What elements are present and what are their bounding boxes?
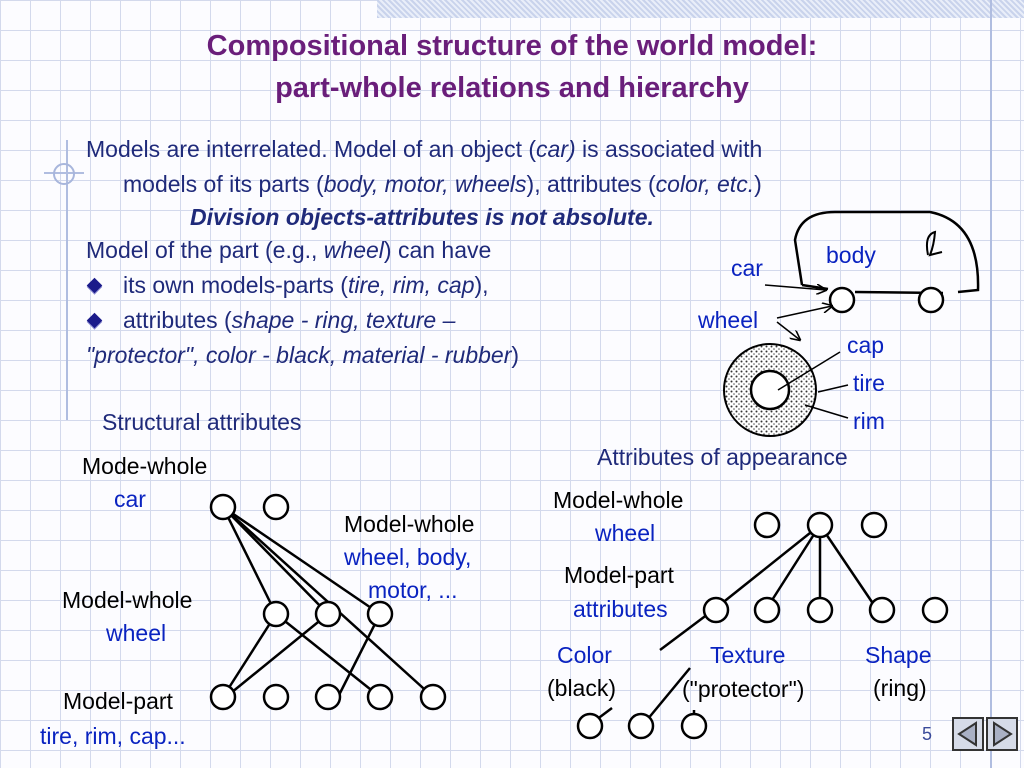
intro-emph: body, motor, wheels [323, 171, 527, 197]
intro-emph: tire, rim, cap [347, 272, 475, 298]
intro-text: ), [474, 272, 489, 298]
label-motor: motor, ... [368, 577, 458, 603]
intro-emph: shape - ring, texture – [231, 307, 456, 333]
intro-emph: wheel [323, 237, 384, 263]
car-body-outline [793, 210, 980, 295]
header-band [377, 0, 1024, 18]
label-tire: tire [853, 370, 885, 396]
appearance-heading: Attributes of appearance [597, 444, 848, 470]
intro-line-4: Model of the part (e.g., wheel) can have [86, 237, 491, 264]
node-wheel [806, 511, 834, 539]
slide-title-line-1: Compositional structure of the world mod… [206, 30, 818, 62]
node-texture [627, 712, 655, 740]
label-cap: cap [847, 332, 885, 358]
decor-ring-icon [53, 163, 75, 185]
node [753, 596, 781, 624]
node [314, 600, 342, 628]
node-part [366, 683, 394, 711]
appearance-edges [595, 524, 878, 721]
intro-text: ) can have [383, 237, 492, 263]
intro-text: ) [511, 342, 520, 368]
label-shape: Shape [865, 642, 932, 668]
label-wheel-body: wheel, body, [344, 544, 472, 570]
label-car: car [731, 255, 763, 281]
node-part [419, 683, 447, 711]
node [860, 511, 888, 539]
page-number: 5 [922, 724, 933, 744]
label-car-structural: car [114, 486, 146, 512]
node [753, 511, 781, 539]
label-model-whole-top: Model-whole [344, 511, 475, 537]
node-part [262, 683, 290, 711]
label-texture: Texture [710, 642, 786, 668]
pointer-cap [777, 351, 841, 391]
label-tire-rim-cap: tire, rim, cap... [40, 723, 186, 749]
label-wheel-structural: wheel [106, 620, 167, 646]
intro-text: Models are interrelated. Model of an obj… [86, 136, 537, 162]
next-slide-icon [993, 721, 1013, 747]
car-wheel-front [917, 286, 945, 314]
node [921, 596, 949, 624]
node-wheel [262, 600, 290, 628]
intro-text: its own models-parts ( [123, 272, 348, 298]
label-protector: ("protector") [682, 676, 805, 702]
next-slide-button[interactable] [986, 717, 1018, 751]
intro-text: Model of the part (e.g., [86, 237, 318, 263]
intro-emph: color, etc. [655, 171, 755, 197]
node [366, 600, 394, 628]
label-model-part-appearance: Model-part [564, 562, 674, 588]
pointer-rim [804, 404, 849, 419]
label-model-whole-appearance: Model-whole [553, 487, 684, 513]
node-attributes [702, 596, 730, 624]
intro-line-3-emphasis: Division objects-attributes is not absol… [190, 204, 654, 230]
label-model-part: Model-part [63, 688, 173, 714]
label-wheel-appearance: wheel [595, 520, 656, 546]
node [806, 596, 834, 624]
structural-nodes [209, 493, 447, 711]
slide-title-line-2: part-whole relations and hierarchy [275, 72, 749, 104]
pointer-tire [817, 384, 849, 393]
arrow-car-to-body [764, 285, 826, 290]
label-black: (black) [547, 675, 617, 701]
prev-slide-icon [957, 721, 977, 747]
intro-line-7: "protector", color - black, material - r… [86, 342, 519, 369]
node-color [576, 712, 604, 740]
intro-bullet-2: attributes (shape - ring, texture – [123, 307, 455, 334]
rim-circle [749, 369, 791, 411]
decor-vertical-line [66, 140, 68, 420]
node-car [209, 493, 237, 521]
intro-text: ) [754, 171, 762, 197]
arrow-wheel-to-car [776, 306, 832, 319]
intro-text: ), attributes ( [526, 171, 656, 197]
decor-right-line [990, 0, 992, 768]
node [262, 493, 290, 521]
label-body: body [826, 242, 876, 268]
node-shape [680, 712, 708, 740]
car-wheel-rear [828, 286, 856, 314]
intro-line-1: Models are interrelated. Model of an obj… [86, 136, 762, 163]
intro-text: attributes ( [123, 307, 232, 333]
label-ring: (ring) [873, 675, 927, 701]
arrow-wheel-to-tire [776, 321, 800, 340]
intro-line-2: models of its parts (body, motor, wheels… [123, 171, 762, 198]
label-model-whole-mid: Model-whole [62, 587, 193, 613]
intro-text: is associated with [575, 136, 763, 162]
prev-slide-button[interactable] [952, 717, 984, 751]
node [868, 596, 896, 624]
appearance-nodes [576, 511, 949, 740]
label-mode-whole: Mode-whole [82, 453, 208, 479]
node-part [209, 683, 237, 711]
label-wheel: wheel [698, 307, 759, 333]
label-color: Color [557, 642, 612, 668]
structural-heading: Structural attributes [102, 409, 302, 435]
driver-sketch [925, 230, 943, 257]
intro-emph: car) [536, 136, 576, 162]
label-attributes: attributes [573, 596, 668, 622]
label-rim: rim [853, 408, 885, 434]
intro-text: models of its parts ( [123, 171, 324, 197]
intro-bullet-1: its own models-parts (tire, rim, cap), [123, 272, 489, 299]
intro-emph: "protector", color - black, material - r… [86, 342, 512, 368]
node-part [314, 683, 342, 711]
